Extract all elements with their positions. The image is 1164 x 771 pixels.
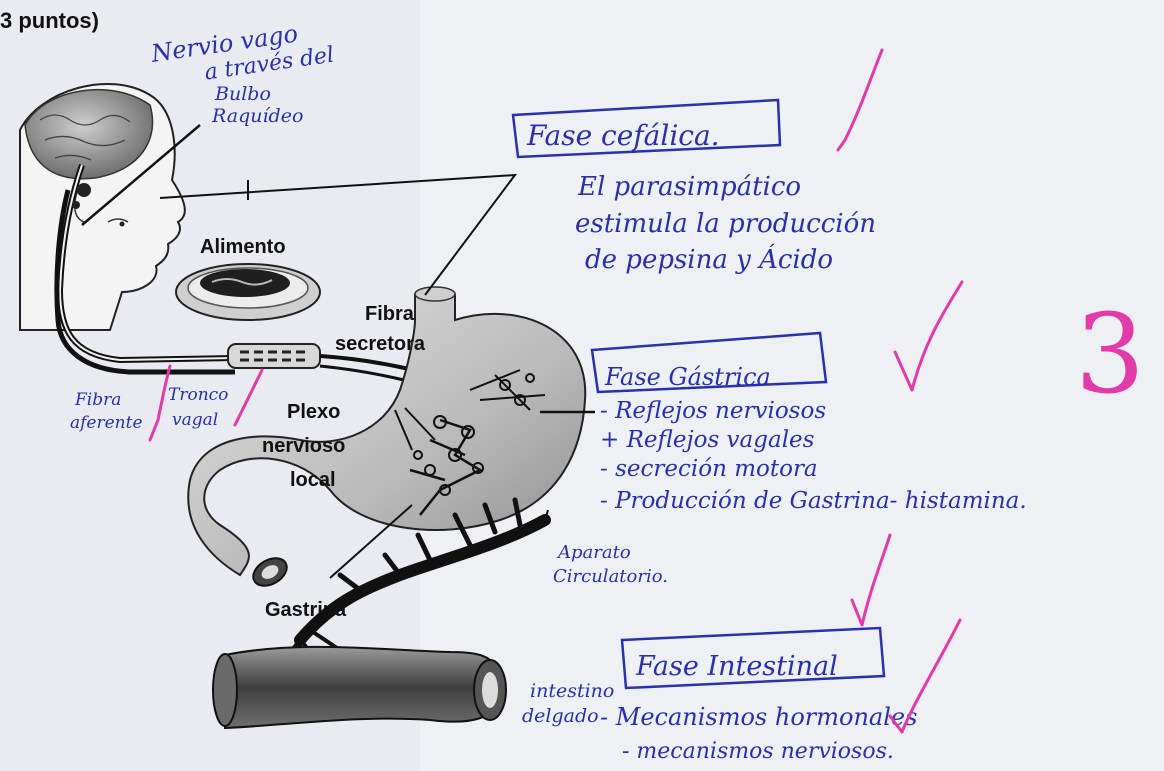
note-tronco: Tronco: [168, 385, 228, 405]
title-fase-cefalica: Fase cefálica.: [526, 119, 720, 152]
note-vagal: vagal: [172, 410, 218, 430]
gastrica-item-1: - Reflejos nerviosos: [600, 398, 826, 424]
label-local: local: [290, 469, 336, 491]
cefalica-line-1: El parasimpático: [577, 172, 801, 202]
note-raquideo: Raquídeo: [211, 105, 303, 127]
title-fase-intestinal: Fase Intestinal: [635, 651, 838, 682]
note-delgado: delgado: [522, 705, 599, 727]
grade-score: 3: [1075, 290, 1145, 418]
intestinal-item-1: - Mecanismos hormonales: [600, 703, 917, 731]
note-bulbo: Bulbo: [214, 83, 271, 105]
note-circulatorio: Circulatorio.: [553, 566, 668, 587]
gastrica-item-4: - Producción de Gastrina- histamina.: [600, 488, 1027, 514]
gastrica-item-2: + Reflejos vagales: [600, 427, 815, 453]
label-nervioso: nervioso: [262, 435, 345, 457]
label-plexo: Plexo: [287, 401, 340, 423]
note-fibra: Fibra: [74, 390, 121, 410]
gastrica-item-3: - secreción motora: [600, 456, 818, 482]
note-intestino: intestino: [530, 680, 614, 702]
points-header: 3 puntos): [0, 8, 99, 33]
note-aferente: aferente: [70, 413, 143, 433]
cefalica-line-3: de pepsina y Ácido: [585, 243, 833, 275]
label-fibra: Fibra: [365, 303, 415, 325]
label-alimento: Alimento: [200, 236, 286, 258]
note-aparato: Aparato: [556, 542, 631, 563]
label-secretora: secretora: [335, 333, 426, 355]
intestinal-item-2: - mecanismos nerviosos.: [622, 739, 894, 764]
title-fase-gastrica: Fase Gástrica: [604, 363, 771, 391]
cefalica-line-2: estimula la producción: [575, 209, 876, 239]
food-plate-illustration: [176, 264, 320, 320]
label-gastrina: Gastrina: [265, 599, 347, 621]
small-intestine-illustration: [213, 647, 506, 728]
